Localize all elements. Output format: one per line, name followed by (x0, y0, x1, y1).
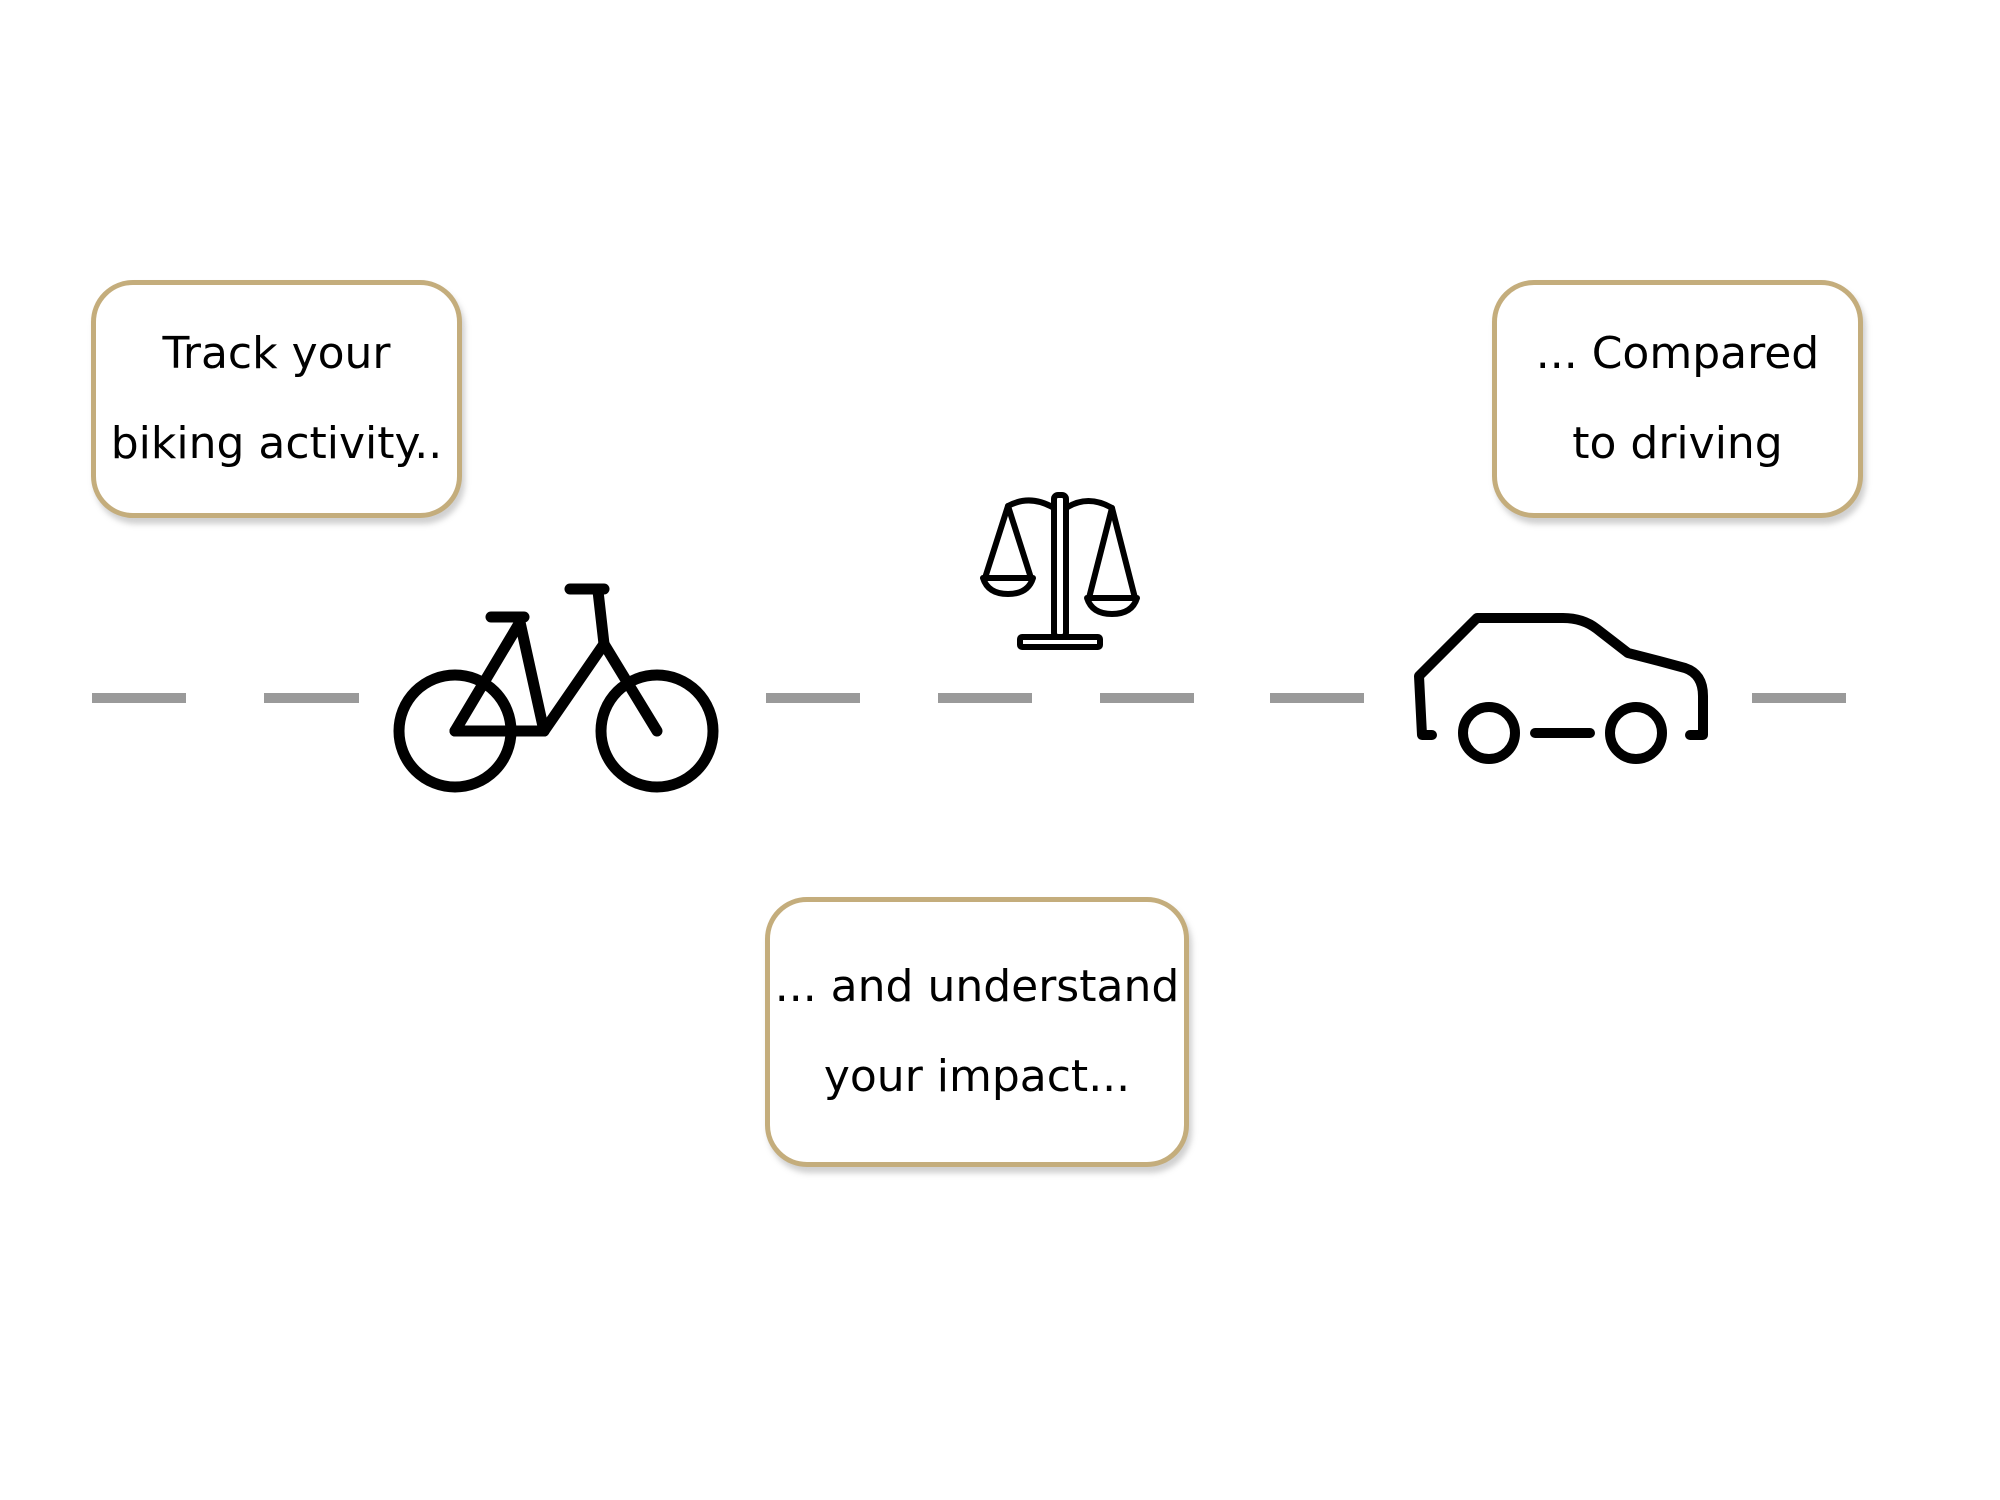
understand-impact-line-2: your impact... (823, 1051, 1131, 1102)
bicycle-icon (393, 583, 719, 793)
balance-scale-icon (980, 492, 1140, 650)
compare-driving-box: ... Compared to driving (1492, 280, 1863, 518)
compare-driving-line-1: ... Compared (1535, 328, 1820, 379)
understand-impact-box: ... and understand your impact... (765, 897, 1189, 1167)
track-activity-line-1: Track your (162, 328, 391, 379)
car-icon (1414, 613, 1708, 764)
track-activity-line-2: biking activity.. (110, 418, 443, 469)
understand-impact-line-1: ... and understand (774, 961, 1180, 1012)
compare-driving-line-2: to driving (1572, 418, 1783, 469)
track-activity-box: Track your biking activity.. (91, 280, 462, 518)
